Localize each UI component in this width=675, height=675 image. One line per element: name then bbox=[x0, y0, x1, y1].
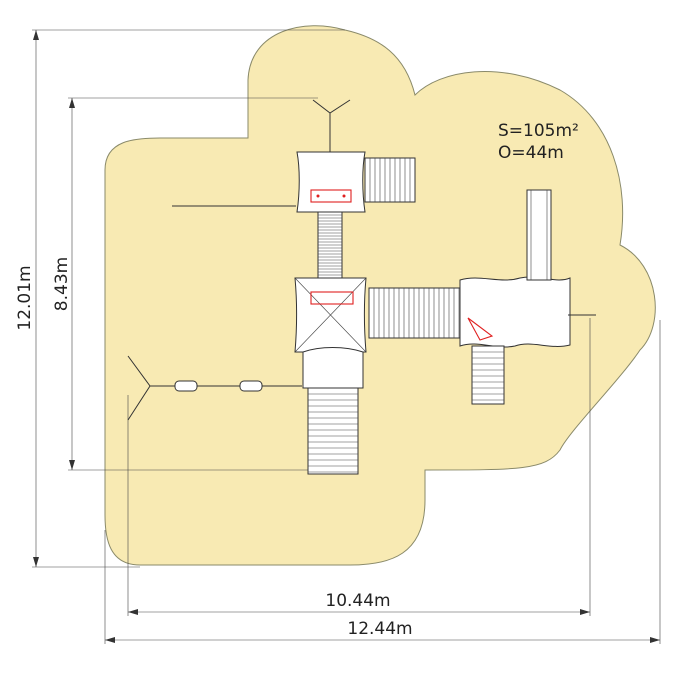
dimension-total-width: 12.44m bbox=[104, 320, 661, 644]
top-platform bbox=[296, 151, 366, 213]
dimension-structure-width: 10.44m bbox=[127, 318, 591, 616]
perimeter-label: O=44m bbox=[498, 143, 564, 163]
ladder bbox=[471, 345, 505, 405]
swing-beam bbox=[127, 355, 302, 421]
stairs bbox=[302, 347, 364, 475]
top-post bbox=[312, 99, 351, 152]
dimension-total-width-label: 12.44m bbox=[347, 619, 412, 639]
bridge-ramp bbox=[368, 287, 462, 339]
top-stairs bbox=[364, 157, 416, 203]
area-label: S=105m² bbox=[498, 121, 579, 141]
dimension-structure-height: 8.43m bbox=[52, 97, 318, 471]
slide bbox=[526, 189, 552, 281]
dimension-structure-height-label: 8.43m bbox=[52, 257, 72, 311]
roof-platform-main bbox=[294, 277, 367, 353]
dimension-total-height-label: 12.01m bbox=[15, 265, 35, 330]
tunnel-net bbox=[317, 211, 343, 279]
dimension-total-height: 12.01m bbox=[15, 29, 345, 568]
dimension-structure-width-label: 10.44m bbox=[325, 591, 390, 611]
